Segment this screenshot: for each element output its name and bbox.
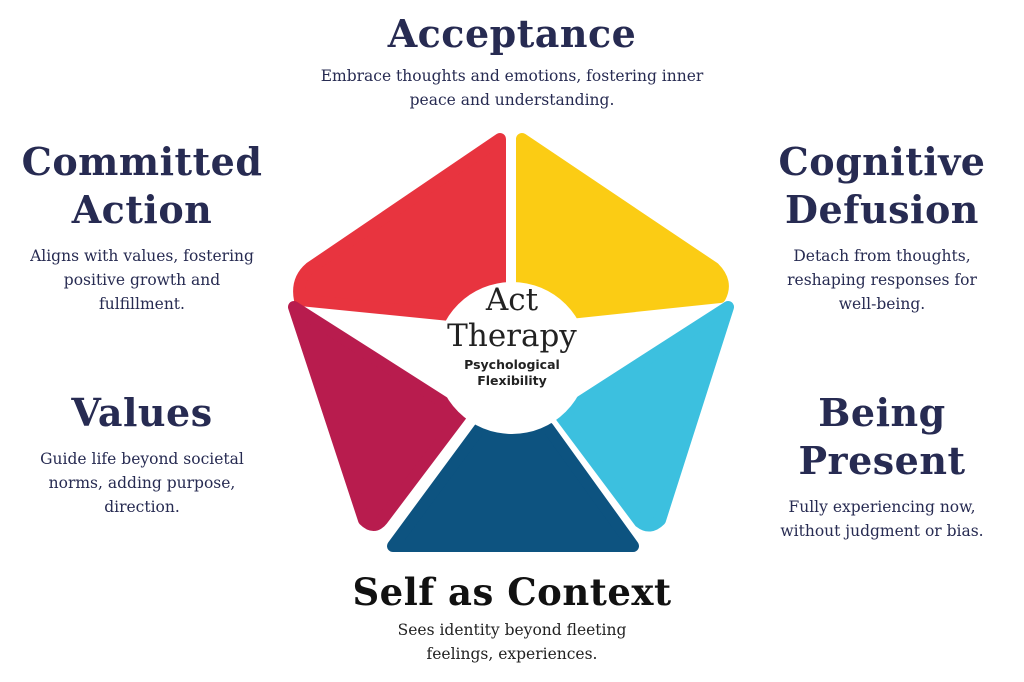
- center-label: Act Therapy Psychological Flexibility: [432, 282, 592, 389]
- segment-values: [288, 301, 468, 531]
- values-description: Guide life beyond societal norms, adding…: [40, 450, 244, 516]
- being-present-description: Fully experiencing now, without judgment…: [780, 498, 984, 540]
- values-block: Values Guide life beyond societal norms,…: [12, 389, 272, 519]
- cognitive-defusion-description: Detach from thoughts, reshaping response…: [787, 247, 977, 313]
- acceptance-block: Acceptance Embrace thoughts and emotions…: [282, 10, 742, 112]
- being-present-title: Being Present: [798, 390, 966, 483]
- segment-cognitive-defusion: [554, 301, 734, 532]
- acceptance-description: Embrace thoughts and emotions, fostering…: [320, 67, 704, 109]
- segment-acceptance: [516, 133, 729, 324]
- segment-committed-action: [293, 133, 506, 326]
- committed-action-description: Aligns with values, fostering positive g…: [30, 247, 254, 313]
- acceptance-title: Acceptance: [387, 11, 637, 56]
- center-title: Act Therapy: [447, 282, 577, 354]
- self-as-context-block: Self as Context Sees identity beyond fle…: [312, 568, 712, 666]
- self-as-context-title: Self as Context: [352, 570, 672, 614]
- values-title: Values: [71, 390, 213, 435]
- cognitive-defusion-title: Cognitive Defusion: [778, 139, 986, 232]
- center-circle: [436, 282, 588, 434]
- committed-action-title: Committed Action: [21, 139, 263, 232]
- being-present-block: Being Present Fully experiencing now, wi…: [752, 389, 1012, 543]
- committed-action-block: Committed Action Aligns with values, fos…: [12, 138, 272, 316]
- cognitive-defusion-block: Cognitive Defusion Detach from thoughts,…: [752, 138, 1012, 316]
- center-subtitle: Psychological Flexibility: [464, 357, 560, 388]
- self-as-context-description: Sees identity beyond fleeting feelings, …: [397, 621, 627, 663]
